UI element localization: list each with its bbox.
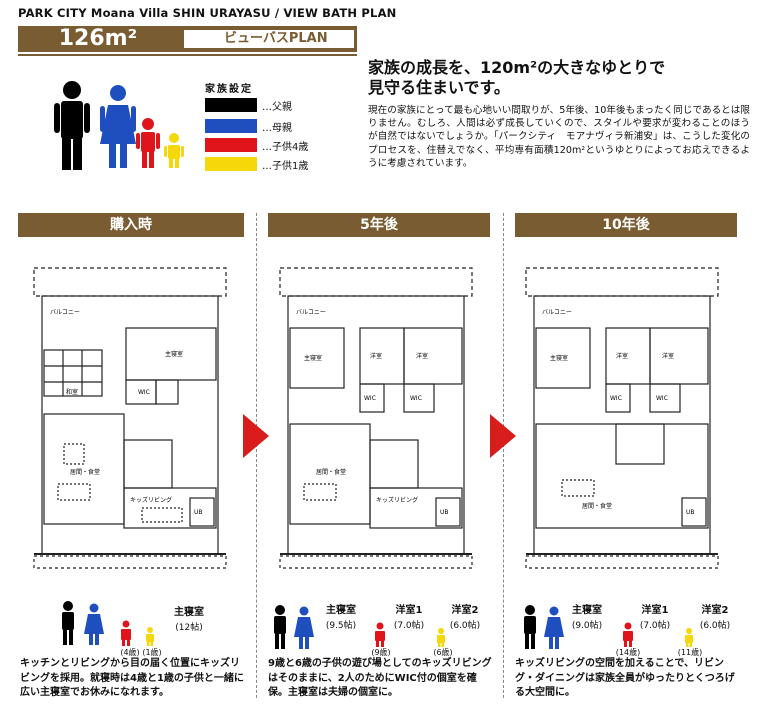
room-size: (9.0帖) xyxy=(571,621,603,631)
headline-line1: 家族の成長を、120m²の大きなゆとりで xyxy=(368,58,666,77)
room-name: 主寝室 xyxy=(174,607,204,618)
caption-5years: 9歳と6歳の子供の遊び場としてのキッズリビングはそのままに、2人のためにWIC付… xyxy=(268,658,492,698)
caption-purchase: キッチンとリビングから目の届く位置にキッズリビングを採用。就寝時は4歳と1歳の子… xyxy=(20,658,244,698)
occupant-5y-child1 xyxy=(375,622,385,647)
headline: 家族の成長を、120m²の大きなゆとりで 見守る住まいです。 xyxy=(368,58,748,98)
room-name: 洋室1 xyxy=(395,605,423,616)
floor-plan-5years: 主寝室 洋室 洋室 WIC WIC 居間・食堂 キッズリビング UB バルコニー xyxy=(279,267,473,569)
intro-body: 現在の家族にとって最も心地いい間取りが、5年後、10年後もまったく同じであるとは… xyxy=(368,105,750,169)
child1-icon xyxy=(164,133,184,168)
occupants-5y-master xyxy=(274,605,314,649)
plan-label-ub: UB xyxy=(194,509,203,516)
room-size: (7.0帖) xyxy=(393,621,425,631)
arrow-right-2-icon xyxy=(490,414,516,458)
svg-text:居間・食堂: 居間・食堂 xyxy=(582,502,612,510)
room-name: 洋室2 xyxy=(451,605,479,616)
svg-text:居間・食堂: 居間・食堂 xyxy=(316,468,346,476)
child4-swatch xyxy=(205,138,257,152)
svg-text:主寝室: 主寝室 xyxy=(304,354,322,362)
age-label: (4歳) xyxy=(120,648,140,657)
father-label: …父親 xyxy=(262,102,292,113)
plan-label-japanese: 和室 xyxy=(66,388,78,396)
occupant-5y-child2 xyxy=(437,628,445,647)
plan-label-wic: WIC xyxy=(138,389,150,396)
room-size: (6.0帖) xyxy=(699,621,731,631)
room-size: (9.5帖) xyxy=(325,621,357,631)
occupant-10y-child1 xyxy=(623,622,633,647)
occupants-10y-master xyxy=(524,605,564,649)
child1-swatch xyxy=(205,157,257,171)
room-size: (7.0帖) xyxy=(639,621,671,631)
age-label: (11歳) xyxy=(677,648,703,657)
svg-text:UB: UB xyxy=(440,509,449,516)
area-badge: 126m² xyxy=(58,26,138,51)
svg-text:キッズリビング: キッズリビング xyxy=(376,496,418,504)
svg-text:WIC: WIC xyxy=(364,395,376,402)
child4-icon xyxy=(136,118,160,168)
age-label: (1歳) xyxy=(142,648,162,657)
svg-text:洋室: 洋室 xyxy=(370,352,382,360)
age-label: (9歳) xyxy=(371,648,391,657)
svg-text:WIC: WIC xyxy=(610,395,622,402)
plan-name: ビューバスPLAN xyxy=(184,30,354,48)
floor-plan-purchase: 和室 主寝室 WIC 居間・食堂 キッズリビング UB バルコニー xyxy=(33,267,227,569)
svg-text:バルコニー: バルコニー xyxy=(296,309,326,316)
svg-text:UB: UB xyxy=(686,509,695,516)
child1-label: …子供1歳 xyxy=(262,161,309,172)
svg-text:WIC: WIC xyxy=(656,395,668,402)
room-name: 洋室1 xyxy=(641,605,669,616)
svg-text:洋室: 洋室 xyxy=(616,352,628,360)
room-size: (6.0帖) xyxy=(449,621,481,631)
family-legend-title: 家族設定 xyxy=(205,84,253,95)
arrow-right-1-icon xyxy=(243,414,269,458)
svg-text:洋室: 洋室 xyxy=(662,352,674,360)
plan-label-balcony: バルコニー xyxy=(50,309,80,316)
caption-10years: キッズリビングの空間を加えることで、リビング・ダイニングは家族全員がゆったりとく… xyxy=(515,658,735,698)
svg-text:バルコニー: バルコニー xyxy=(542,309,572,316)
header-rule xyxy=(18,54,357,56)
occupant-10y-child2 xyxy=(685,628,693,647)
plan-label-master: 主寝室 xyxy=(165,350,183,358)
father-swatch xyxy=(205,98,257,112)
mother-icon xyxy=(100,85,136,168)
tab-purchase: 購入時 xyxy=(18,213,244,237)
age-label: (14歳) xyxy=(615,648,641,657)
room-name: 主寝室 xyxy=(572,605,602,616)
svg-text:主寝室: 主寝室 xyxy=(550,354,568,362)
room-name: 洋室2 xyxy=(701,605,729,616)
child4-label: …子供4歳 xyxy=(262,142,309,153)
project-title: PARK CITY Moana Villa SHIN URAYASU / VIE… xyxy=(18,6,397,20)
family-figures xyxy=(54,81,184,170)
svg-text:WIC: WIC xyxy=(410,395,422,402)
plan-label-kids: キッズリビング xyxy=(130,496,172,504)
plan-label-ld: 居間・食堂 xyxy=(70,468,100,476)
father-icon xyxy=(54,81,90,170)
svg-text:洋室: 洋室 xyxy=(416,352,428,360)
room-size: (12帖) xyxy=(175,623,203,633)
occupants-purchase xyxy=(62,601,154,646)
tab-5years: 5年後 xyxy=(268,213,490,237)
mother-label: …母親 xyxy=(262,123,292,134)
floor-plan-10years: 主寝室 洋室 洋室 WIC WIC 居間・食堂 UB バルコニー xyxy=(525,267,719,569)
headline-line2: 見守る住まいです。 xyxy=(368,78,510,97)
mother-swatch xyxy=(205,119,257,133)
room-name: 主寝室 xyxy=(326,605,356,616)
tab-10years: 10年後 xyxy=(515,213,737,237)
age-label: (6歳) xyxy=(433,648,453,657)
